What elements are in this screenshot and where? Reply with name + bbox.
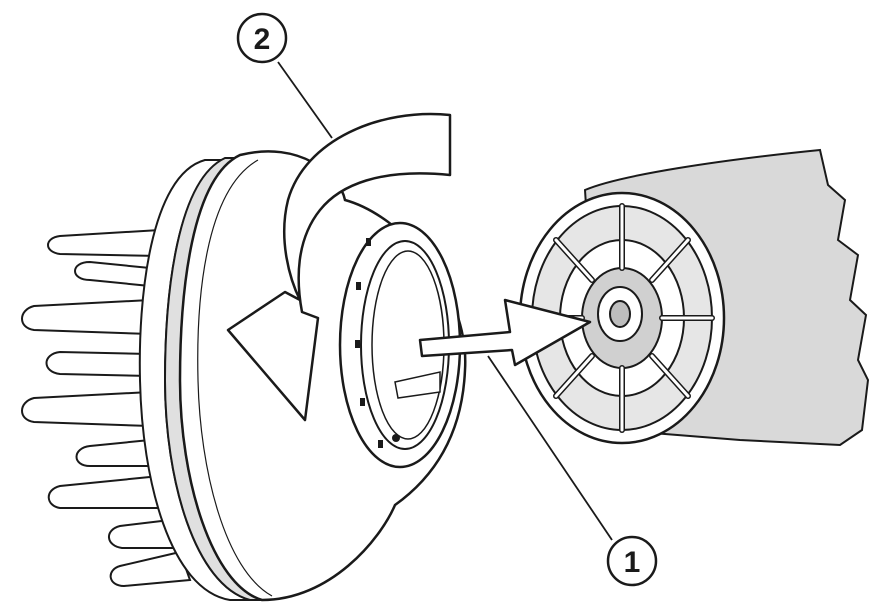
callout-2: 2 — [238, 14, 286, 62]
callout-1: 1 — [608, 537, 656, 585]
callout-1-label: 1 — [624, 546, 641, 579]
diffuser — [22, 151, 465, 600]
dryer-hub-inner — [610, 301, 630, 327]
callout-2-label: 2 — [254, 23, 271, 56]
callout-2-leader — [278, 62, 332, 138]
dryer-body — [520, 150, 868, 445]
